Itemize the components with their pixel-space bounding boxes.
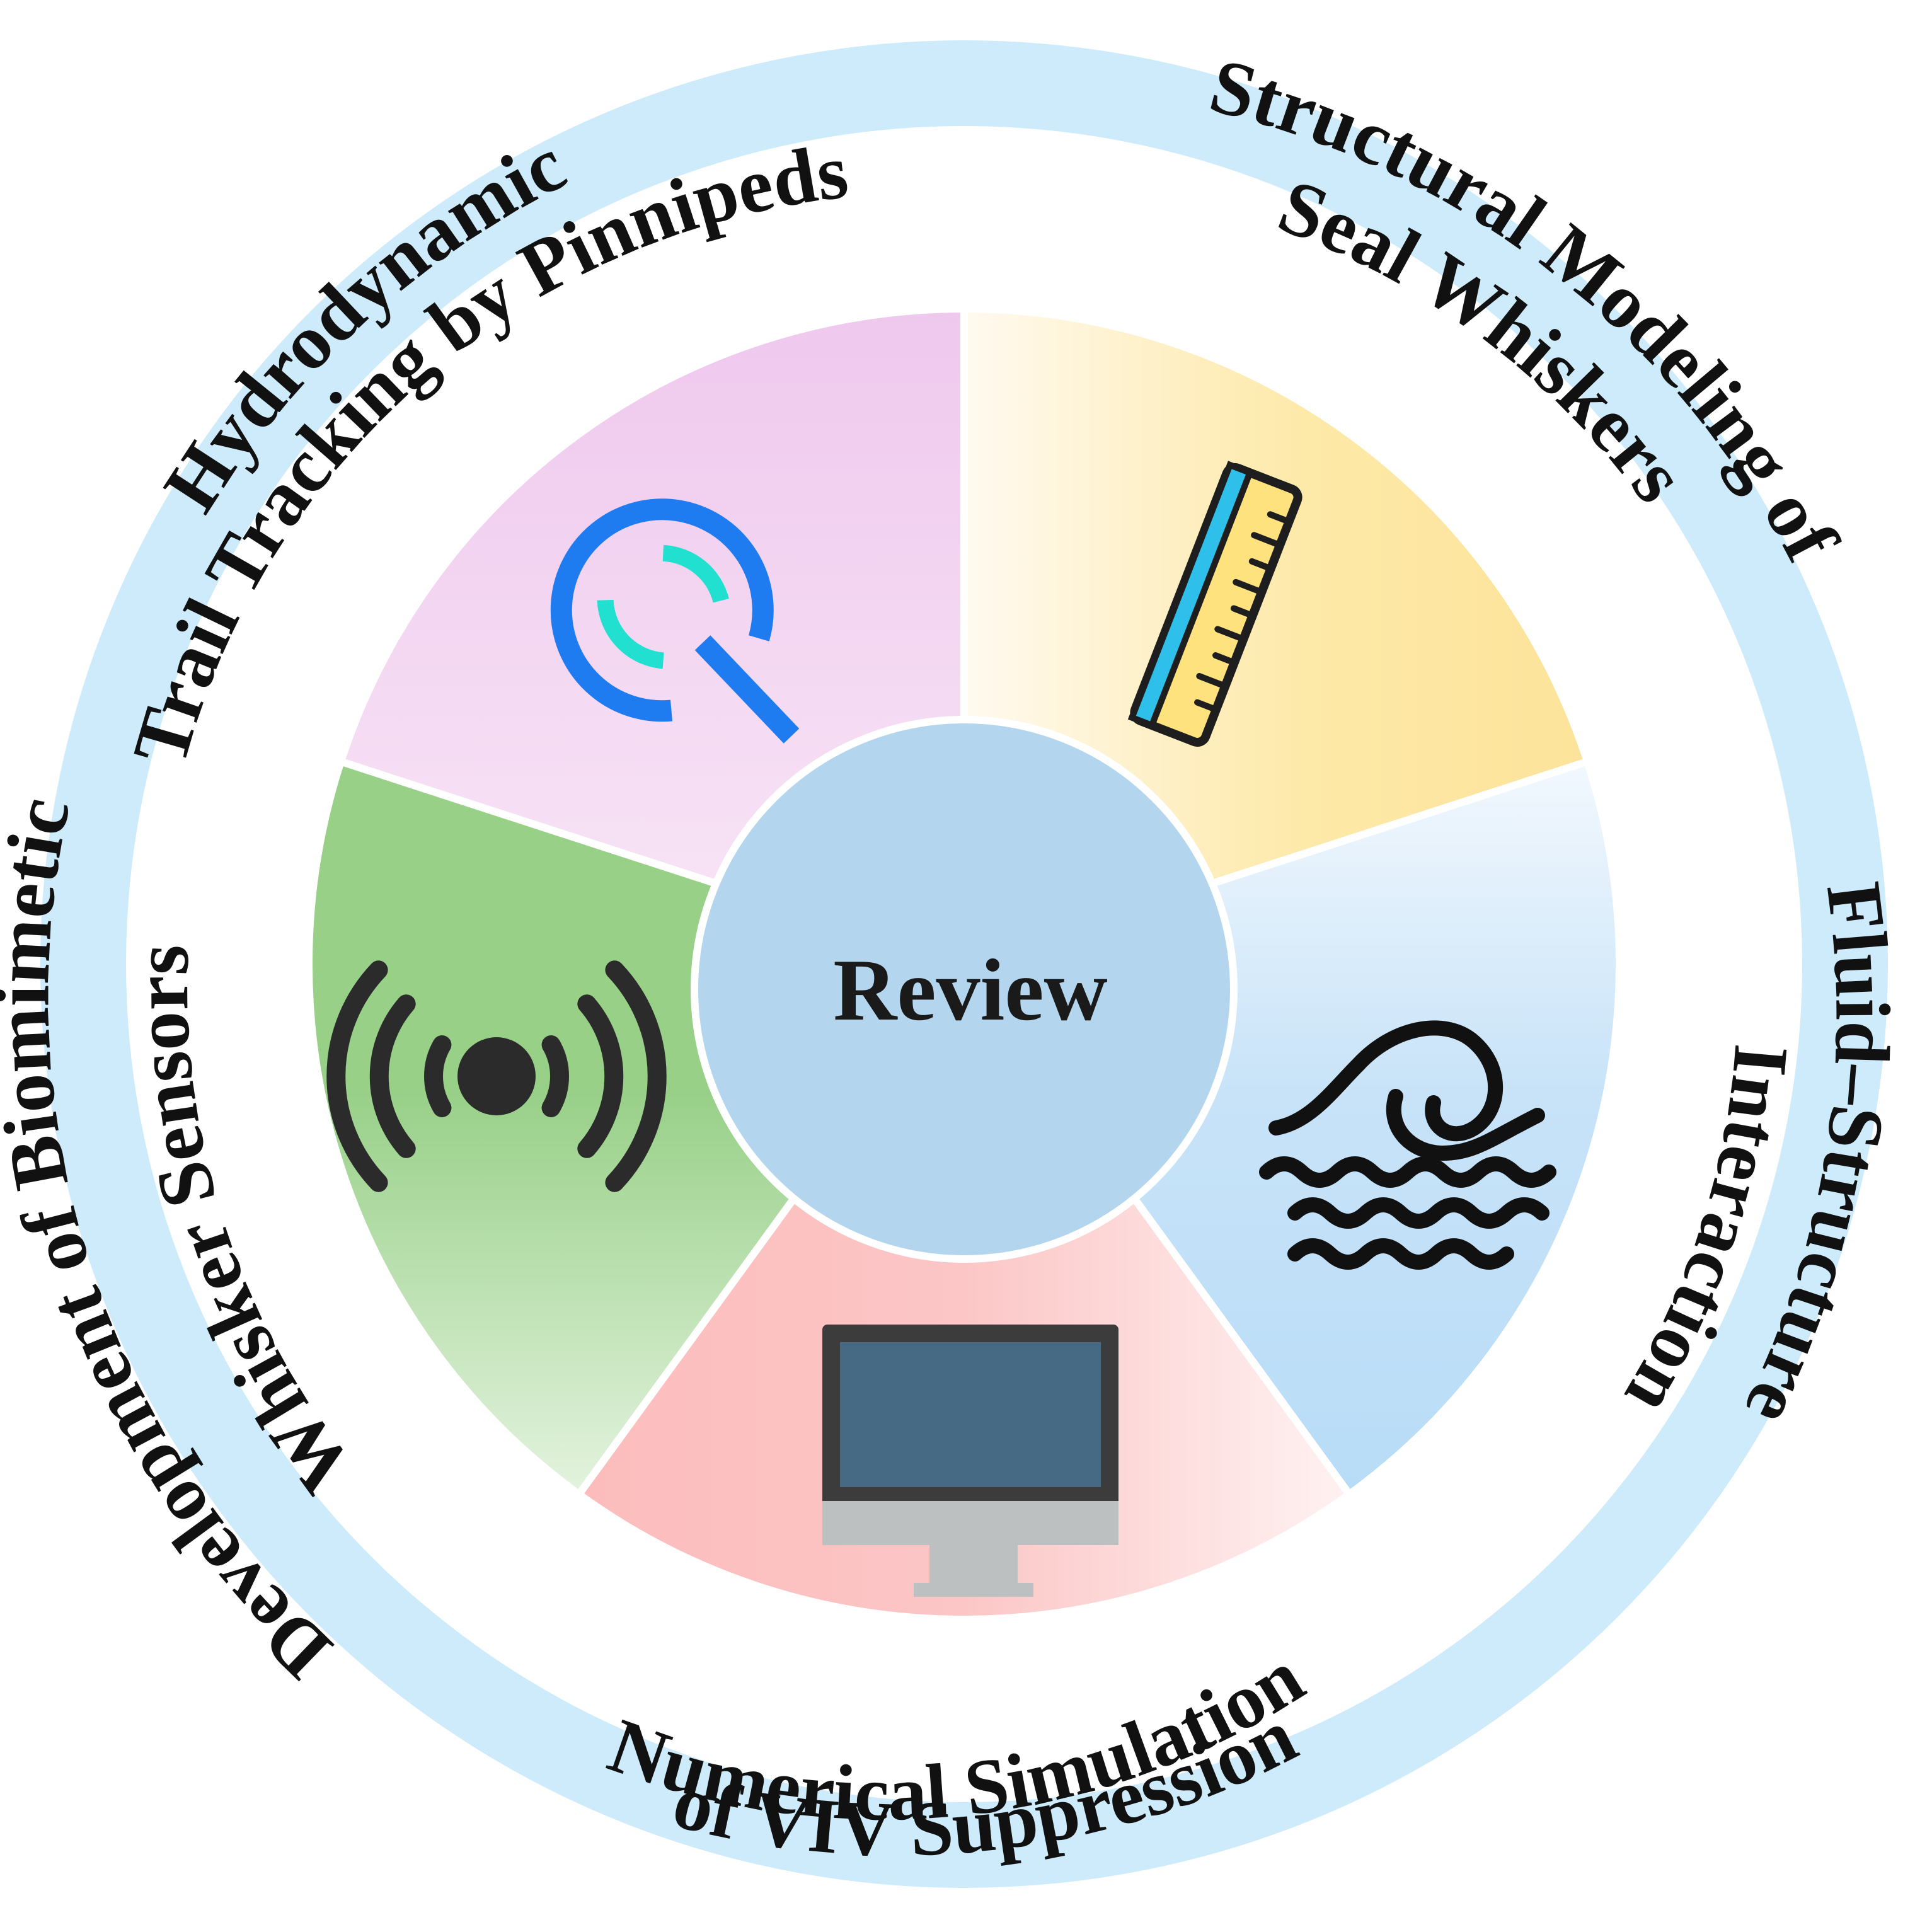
monitor-icon	[822, 1325, 1118, 1597]
ruler-icon	[1127, 461, 1302, 747]
center-label: Review	[833, 941, 1107, 1039]
outer-ring	[40, 40, 1888, 1888]
segment-numerical[interactable]	[573, 957, 1355, 1623]
center-circle[interactable]	[691, 716, 1238, 1263]
wave-icon	[1259, 1020, 1556, 1270]
signal-broadcast-icon	[326, 960, 667, 1192]
magnifier-icon	[550, 498, 800, 744]
